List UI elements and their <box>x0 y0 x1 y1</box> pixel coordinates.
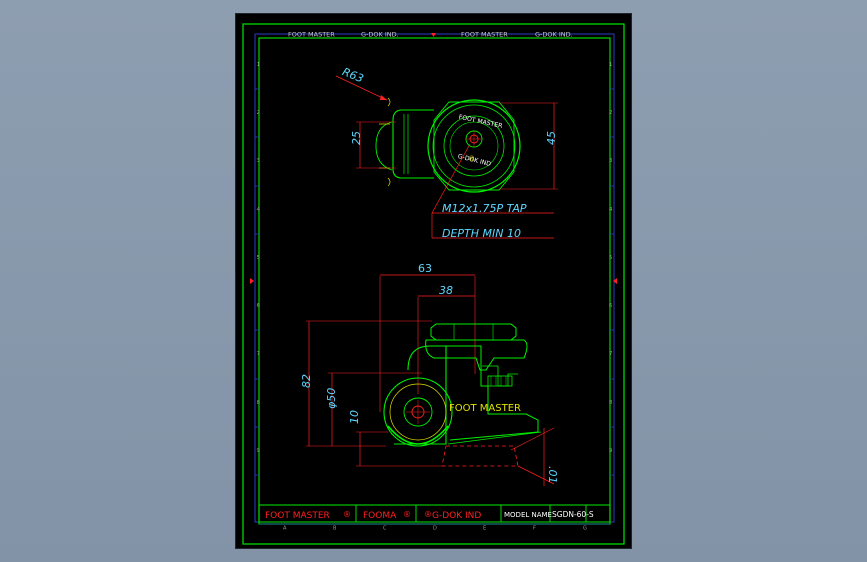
reg-mark-2: ® <box>403 510 411 519</box>
side-view-foot-pad <box>441 445 519 467</box>
reg-mark-3: ® <box>424 510 432 519</box>
side-view-hex-nut <box>430 323 517 341</box>
col-letter: F <box>533 526 536 532</box>
dim-45: 45 <box>545 131 558 145</box>
row-number: 6 <box>609 303 613 309</box>
top-view-housing-edge <box>403 114 409 174</box>
note-tap: M12x1.75P TAP <box>442 202 527 215</box>
center-mark-left <box>250 278 254 284</box>
dim-10: 10 <box>348 410 361 424</box>
row-numbers: 1 2 3 4 5 6 7 8 9 1 2 3 4 5 6 7 8 9 <box>257 62 614 454</box>
title-cell-fooma: FOOMA <box>363 511 397 521</box>
drawing-sheet: FOOT MASTER G-DOK IND. FOOT MASTER G-DOK… <box>235 13 632 549</box>
outer-frame <box>242 23 625 545</box>
side-view-wheel-inner <box>389 383 447 441</box>
center-mark-top <box>431 33 436 37</box>
title-cell-gdok: G-DOK IND <box>432 511 481 521</box>
row-number: 1 <box>257 62 261 68</box>
col-letter: G <box>583 526 587 532</box>
row-number: 6 <box>257 303 261 309</box>
top-view-ring-label-top: FOOT MASTER <box>458 114 504 130</box>
row-number: 8 <box>257 400 261 406</box>
header-text-2: G-DOK IND. <box>361 31 399 39</box>
inner-frame <box>254 33 615 523</box>
title-cell-brand: FOOT MASTER <box>265 511 330 521</box>
row-number: 9 <box>257 448 261 454</box>
row-number: 7 <box>257 351 261 357</box>
dim-63: 63 <box>418 262 432 275</box>
row-number: 4 <box>609 207 613 213</box>
column-letters: A B C D E F G <box>259 523 610 532</box>
top-view: FOOT MASTER G-DOK IND ® R63 25 45 M12x1.… <box>335 65 558 240</box>
dim-phi50: φ50 <box>325 388 338 409</box>
title-cell-model-value: SGDN-60-S <box>552 510 594 519</box>
dim-25: 25 <box>350 131 363 145</box>
dim-01: .01 <box>546 466 559 484</box>
top-view-hex-nut <box>433 101 515 191</box>
row-number: 4 <box>257 207 261 213</box>
tap-leader <box>431 143 471 214</box>
row-number: 7 <box>609 351 613 357</box>
side-view-body-right <box>446 345 539 441</box>
header: FOOT MASTER G-DOK IND. FOOT MASTER G-DOK… <box>288 31 573 39</box>
side-view-body <box>394 345 447 445</box>
dim-38: 38 <box>439 284 453 297</box>
row-number: 5 <box>609 255 613 261</box>
note-depth: DEPTH MIN 10 <box>442 227 521 240</box>
row-number: 2 <box>609 110 613 116</box>
header-text-3: FOOT MASTER <box>461 31 508 39</box>
side-view-wheel-tread <box>387 425 449 445</box>
side-view: 63 38 FOOT MASTER <box>300 262 559 486</box>
col-letter: A <box>283 526 287 532</box>
header-text-1: FOOT MASTER <box>288 31 335 39</box>
side-view-bolt <box>487 375 513 387</box>
side-view-base-plate <box>425 339 528 371</box>
row-number: 1 <box>609 62 613 68</box>
dim-82: 82 <box>300 374 313 388</box>
r63-leader <box>335 75 388 101</box>
title-block: FOOT MASTER ® FOOMA ® ® G-DOK IND MODEL … <box>258 504 611 523</box>
side-view-hub <box>403 397 433 427</box>
row-number: 5 <box>257 255 261 261</box>
top-view-wheel-side <box>375 121 393 171</box>
reg-mark-1: ® <box>343 510 351 519</box>
top-view-housing <box>392 109 434 179</box>
drawing-frame <box>258 37 611 525</box>
top-view-inner-ring <box>432 104 516 188</box>
top-view-ring-label-circle-inner <box>449 121 499 171</box>
side-view-brand-label: FOOT MASTER <box>449 403 521 414</box>
row-number: 2 <box>257 110 261 116</box>
row-number: 3 <box>257 158 261 164</box>
row-number: 9 <box>609 448 613 454</box>
col-letter: B <box>333 526 337 532</box>
title-cell-model-label: MODEL NAME <box>504 511 552 519</box>
center-mark-right <box>613 278 617 284</box>
row-ticks <box>255 88 614 476</box>
row-number: 3 <box>609 158 613 164</box>
col-letter: C <box>383 526 387 532</box>
top-view-outer-ring <box>427 99 521 193</box>
side-view-wheel <box>383 377 453 447</box>
cad-drawing: FOOT MASTER G-DOK IND. FOOT MASTER G-DOK… <box>242 23 625 545</box>
top-view-ring-label-circle <box>443 115 505 177</box>
row-number: 8 <box>609 400 613 406</box>
header-text-4: G-DOK IND. <box>535 31 573 39</box>
col-letter: E <box>483 526 486 532</box>
dim-r63: R63 <box>340 65 365 85</box>
col-letter: D <box>433 526 437 532</box>
reg-mark: ® <box>468 155 475 163</box>
